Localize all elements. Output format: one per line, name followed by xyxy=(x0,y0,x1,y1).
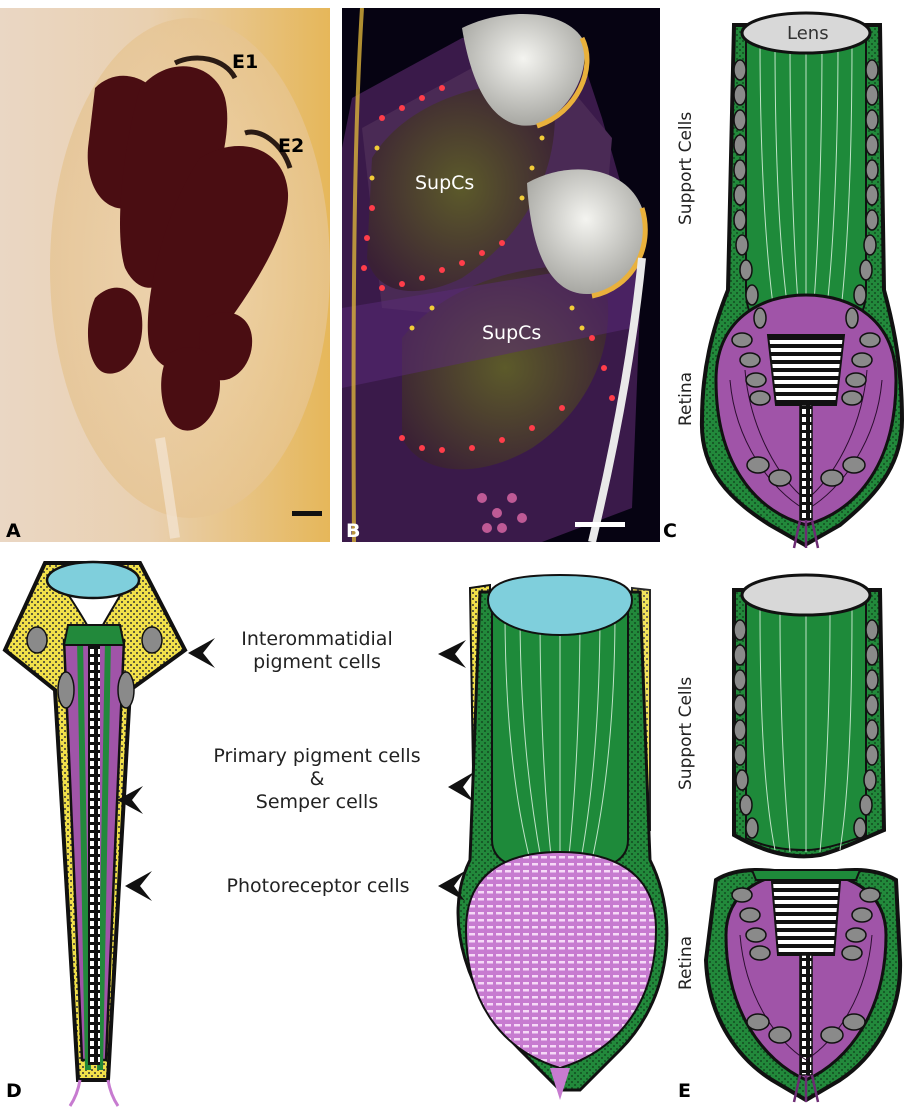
annotation-interommatidial-line1: Interommatidial xyxy=(232,628,402,651)
annotation-primary-line2: & xyxy=(212,768,422,791)
panel-label-d: D xyxy=(6,1080,22,1102)
support-cells-label-c: Support Cells xyxy=(676,112,696,225)
annotation-photoreceptor: Photoreceptor cells xyxy=(218,875,418,898)
annotation-interommatidial: Interommatidial pigment cells xyxy=(232,628,402,674)
ommatidium-c xyxy=(702,13,902,548)
arrowhead-interommatidial-m xyxy=(438,640,466,668)
annotation-primary-line1: Primary pigment cells xyxy=(212,745,422,768)
lens-e xyxy=(742,575,870,615)
annotation-primary-semper: Primary pigment cells & Semper cells xyxy=(212,745,422,814)
retina-label-c: Retina xyxy=(676,372,696,426)
lens-middle xyxy=(488,575,632,635)
ommatidium-d xyxy=(5,562,215,1106)
ommatidium-middle xyxy=(438,575,667,1100)
lens-d xyxy=(47,562,139,598)
panel-label-e: E xyxy=(678,1080,691,1102)
annotation-primary-line3: Semper cells xyxy=(212,791,422,814)
retina-label-e: Retina xyxy=(676,936,696,990)
arrowhead-interommatidial-d xyxy=(188,638,215,668)
lens-label-c: Lens xyxy=(787,22,829,45)
ommatidium-e xyxy=(706,575,900,1102)
arrowhead-primary-m xyxy=(448,772,474,802)
arrowhead-photoreceptor-d xyxy=(125,871,152,901)
annotation-interommatidial-line2: pigment cells xyxy=(232,651,402,674)
support-cells-label-e: Support Cells xyxy=(676,677,696,790)
